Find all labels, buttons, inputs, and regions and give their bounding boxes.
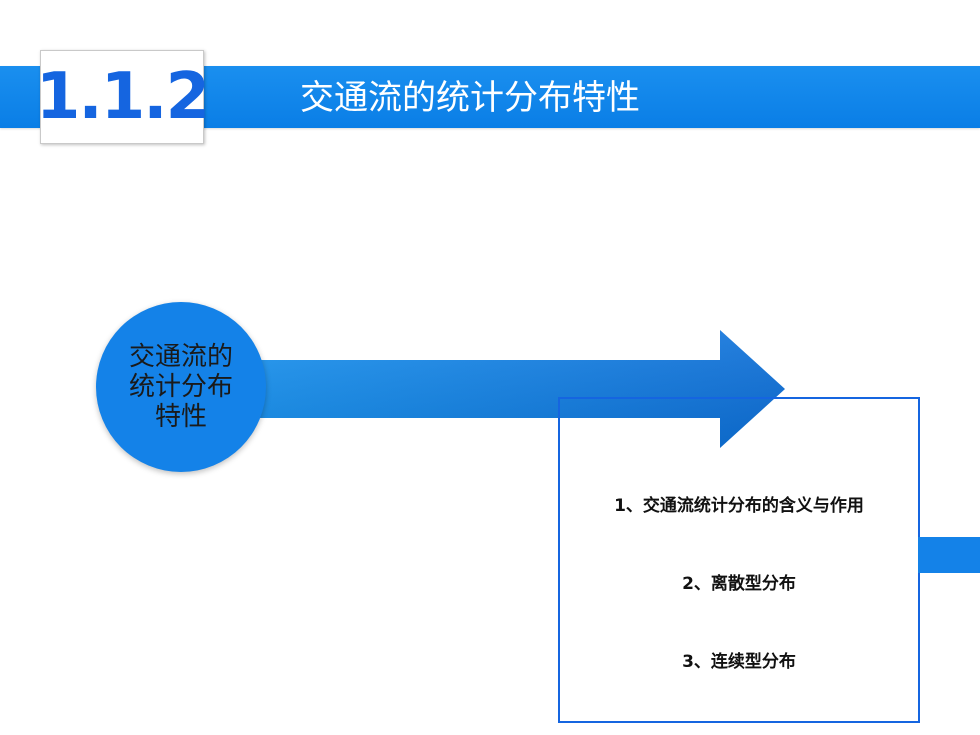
list-item-2: 2、离散型分布: [682, 574, 796, 594]
list-item-1: 1、交通流统计分布的含义与作用: [614, 496, 864, 516]
arrow-right-icon: [175, 330, 785, 448]
page-title: 交通流的统计分布特性: [300, 78, 640, 118]
section-number-badge: 1.1.2: [36, 50, 210, 144]
list-item-3: 3、连续型分布: [682, 652, 796, 672]
topic-circle: 交通流的统计分布特性: [96, 302, 266, 472]
section-number: 1.1.2: [35, 60, 210, 134]
topic-text: 交通流的统计分布特性: [129, 342, 234, 432]
content-box: 1、交通流统计分布的含义与作用 2、离散型分布 3、连续型分布: [558, 397, 920, 723]
side-tab: [918, 537, 980, 573]
